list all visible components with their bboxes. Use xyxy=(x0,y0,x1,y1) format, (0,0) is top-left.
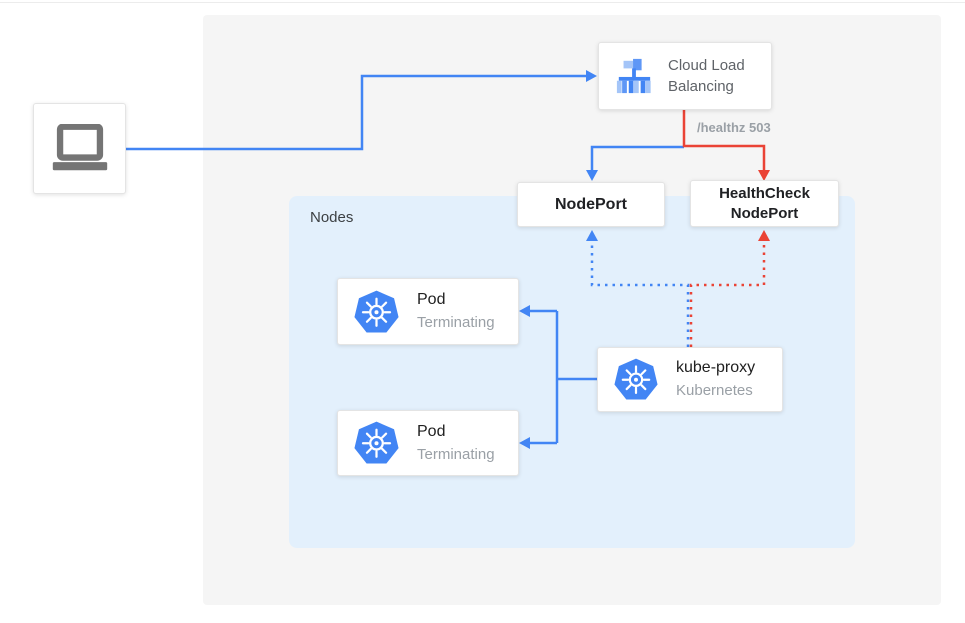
pod-node-1: Pod Terminating xyxy=(337,278,519,345)
client-node xyxy=(33,103,126,194)
kube-proxy-node: kube-proxy Kubernetes xyxy=(597,347,783,412)
healthz-status-label: /healthz 503 xyxy=(697,120,771,135)
nodes-panel-label: Nodes xyxy=(310,209,354,226)
cloud-load-balancing-node: Cloud Load Balancing xyxy=(598,42,772,110)
pod-title: Pod xyxy=(417,422,446,440)
pod-title: Pod xyxy=(417,291,446,308)
healthcheck-nodeport-node: HealthCheck NodePort xyxy=(690,180,839,227)
kube-proxy-title: kube-proxy xyxy=(676,359,756,376)
pod-status: Terminating xyxy=(417,314,495,331)
page-top-divider xyxy=(0,2,965,3)
healthcheck-nodeport-label: HealthCheck NodePort xyxy=(719,184,810,222)
pod-status: Terminating xyxy=(417,445,495,463)
nodeport-node: NodePort xyxy=(517,182,665,227)
pod-node-2: Pod Terminating xyxy=(337,410,519,476)
kube-proxy-subtitle: Kubernetes xyxy=(676,382,753,399)
nodeport-label: NodePort xyxy=(555,195,627,213)
cloud-load-balancing-icon xyxy=(613,57,655,95)
kubernetes-icon xyxy=(354,421,399,465)
cloud-load-balancing-label: Cloud Load Balancing xyxy=(668,57,745,95)
kubernetes-icon xyxy=(614,358,658,401)
kubernetes-icon xyxy=(354,290,399,334)
laptop-icon xyxy=(51,124,109,173)
